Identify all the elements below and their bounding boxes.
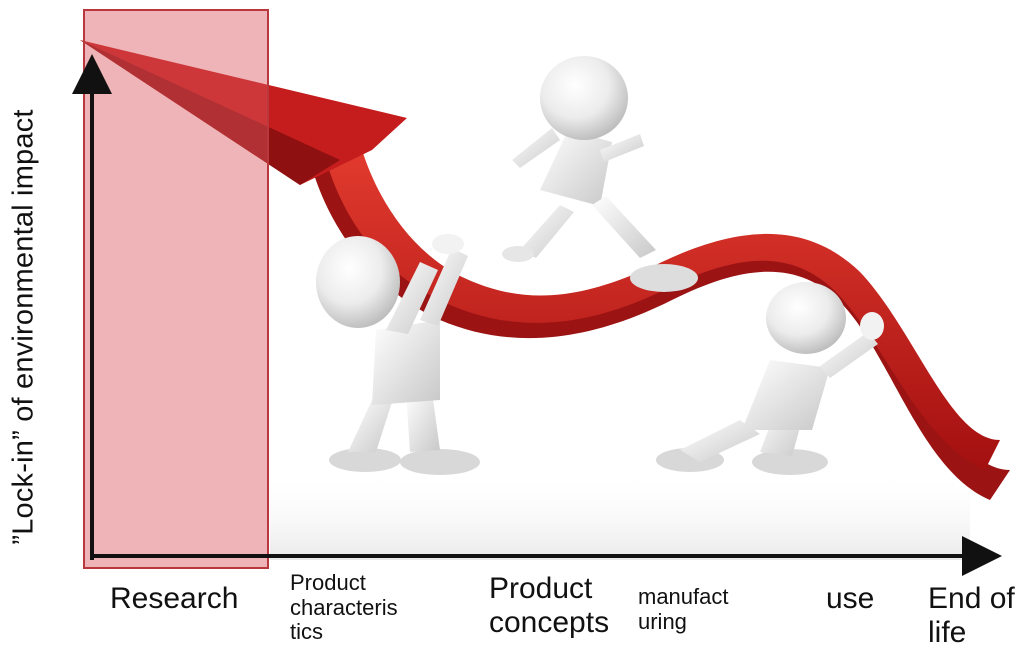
figure-walking-top — [502, 56, 698, 292]
figure-pushing-left — [316, 234, 480, 475]
figure-pushing-right — [656, 282, 884, 475]
stage-label-research: Research — [110, 582, 239, 615]
stage-label-use: use — [826, 582, 875, 615]
research-highlight — [83, 9, 269, 569]
y-axis-title: ”Lock-in” of environmental impact — [7, 109, 40, 545]
floor-shadow — [270, 470, 970, 560]
